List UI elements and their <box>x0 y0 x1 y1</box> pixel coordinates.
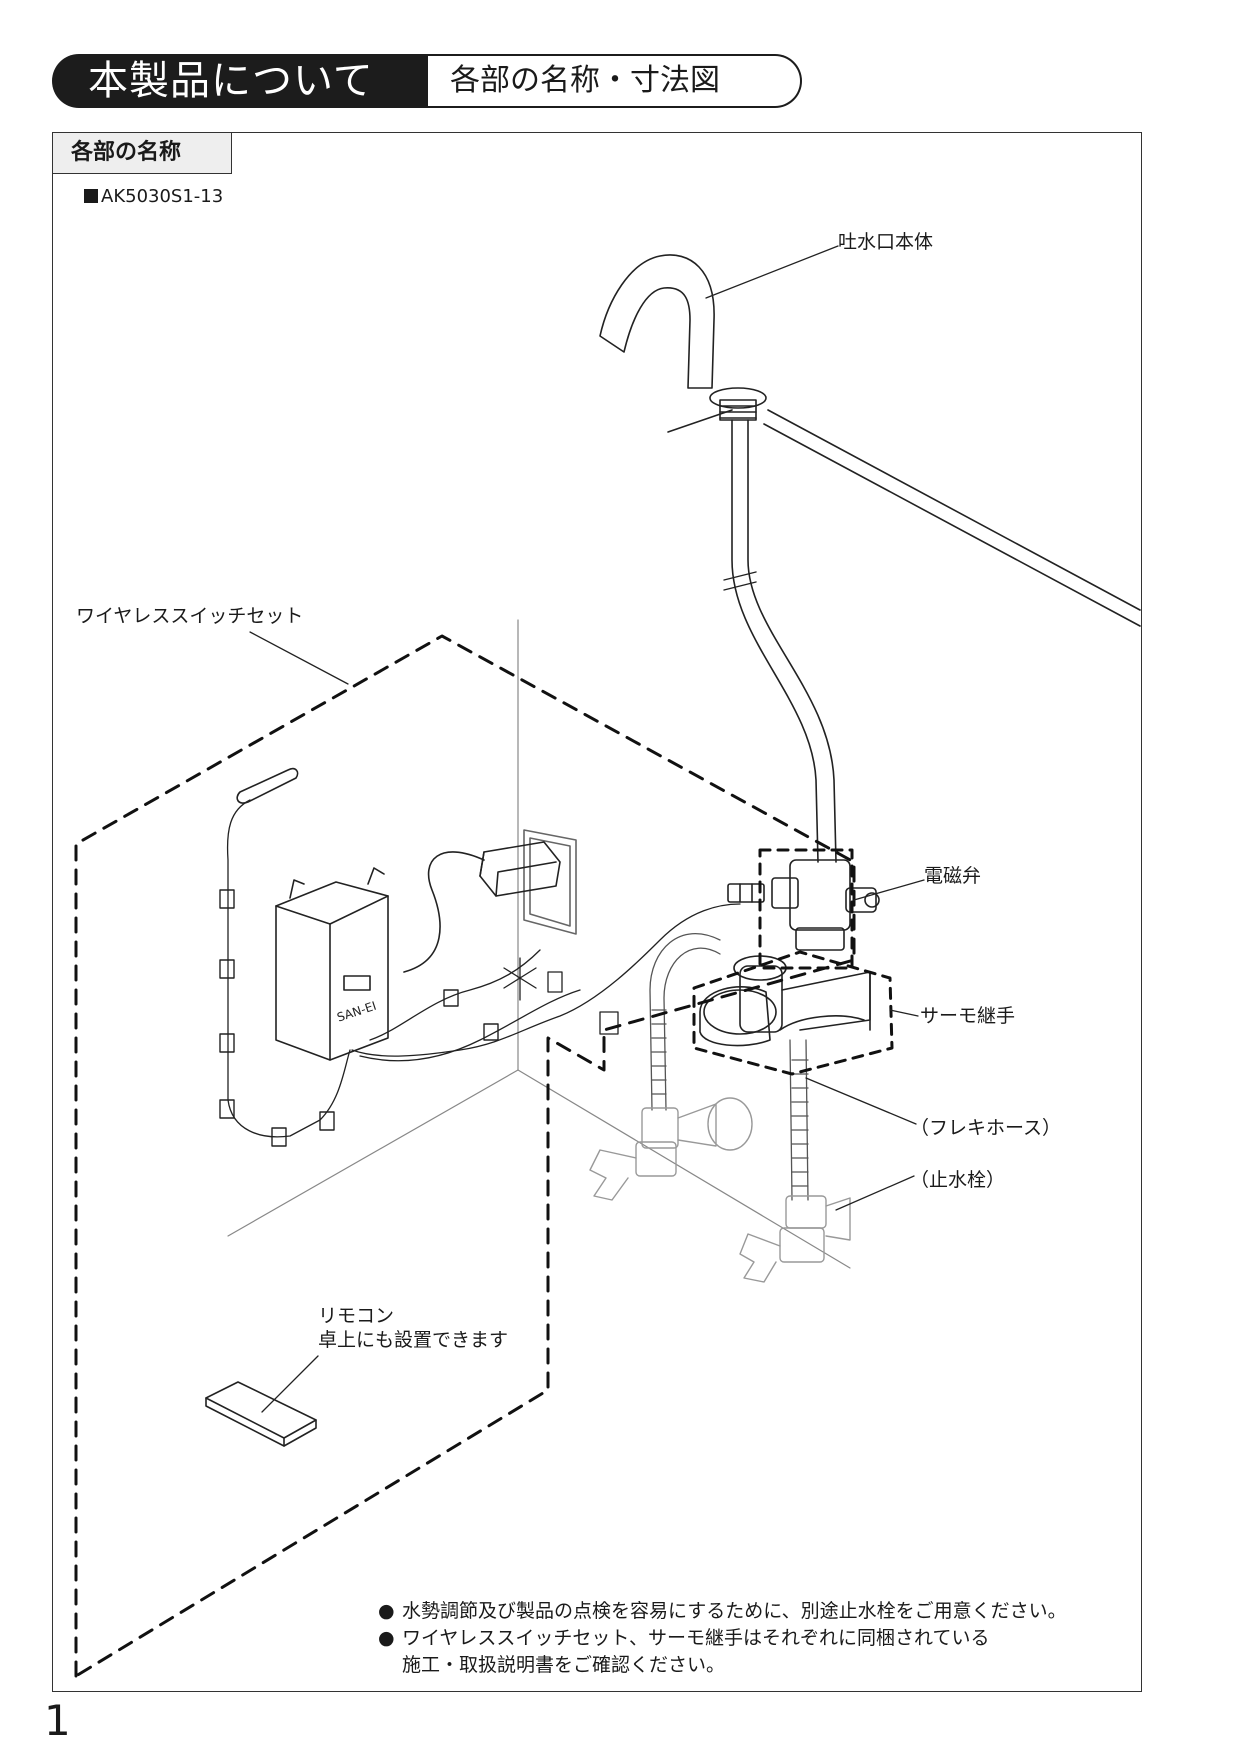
label-stop-valve: （止水栓） <box>910 1169 1006 1191</box>
label-thermo-joint: サーモ継手 <box>920 1005 1016 1027</box>
power-adapter-drawing <box>403 829 577 973</box>
note-item: 施工・取扱説明書をご確認ください。 <box>378 1652 1067 1679</box>
label-remote: リモコン 卓上にも設置できます <box>318 1304 508 1352</box>
label-flexible-hose: （フレキホース） <box>910 1117 1062 1139</box>
notes: ● 水勢調節及び製品の点検を容易にするために、別途止水栓をご用意ください。 ● ワイ… <box>378 1598 1067 1679</box>
solenoid-valve-outline <box>758 848 854 970</box>
unit-brand-mark: SAN-EI <box>335 999 378 1025</box>
solenoid-valve-drawing <box>727 859 880 951</box>
leader-lines <box>249 245 925 1413</box>
wiring <box>226 799 741 1138</box>
note-item: ● ワイヤレススイッチセット、サーモ継手はそれぞれに同梱されている <box>378 1625 1067 1652</box>
page-header-title: 本製品について <box>52 54 428 108</box>
label-remote-line2: 卓上にも設置できます <box>318 1329 509 1351</box>
diagram-frame <box>52 132 1142 1692</box>
page-header-subtitle: 各部の名称・寸法図 <box>428 54 802 108</box>
label-spout-body: 吐水口本体 <box>838 231 934 253</box>
section-tab: 各部の名称 <box>52 132 232 174</box>
label-wireless-switch-set: ワイヤレススイッチセット <box>76 605 304 627</box>
spout-body-drawing <box>599 254 767 421</box>
note-text: 施工・取扱説明書をご確認ください。 <box>402 1654 726 1676</box>
page-number: 1 <box>44 1696 71 1745</box>
note-item: ● 水勢調節及び製品の点検を容易にするために、別途止水栓をご用意ください。 <box>378 1598 1067 1625</box>
wireless-switch-set-outline <box>74 634 856 1678</box>
thermo-joint-outline <box>692 950 894 1076</box>
remote-control-drawing <box>205 1381 317 1447</box>
flexible-hoses <box>649 933 809 1201</box>
bullet-icon: ● <box>378 1600 395 1622</box>
stop-valves <box>589 1097 851 1283</box>
sensor-unit-drawing: SAN-EI <box>275 867 389 1061</box>
label-solenoid-valve: 電磁弁 <box>924 865 982 887</box>
square-bullet-icon <box>84 189 98 203</box>
counter-top <box>667 409 1141 627</box>
wireless-switch-drawing <box>236 767 299 804</box>
bullet-icon: ● <box>378 1627 395 1649</box>
note-text: 水勢調節及び製品の点検を容易にするために、別途止水栓をご用意ください。 <box>402 1600 1067 1622</box>
note-text: ワイヤレススイッチセット、サーモ継手はそれぞれに同梱されている <box>402 1627 990 1649</box>
model-text: AK5030S1-13 <box>101 186 224 207</box>
supply-hose <box>723 419 837 863</box>
label-remote-line1: リモコン <box>318 1305 395 1327</box>
model-number: AK5030S1-13 <box>84 186 223 207</box>
wall-lines <box>227 619 851 1269</box>
cable-clips <box>219 889 499 1147</box>
